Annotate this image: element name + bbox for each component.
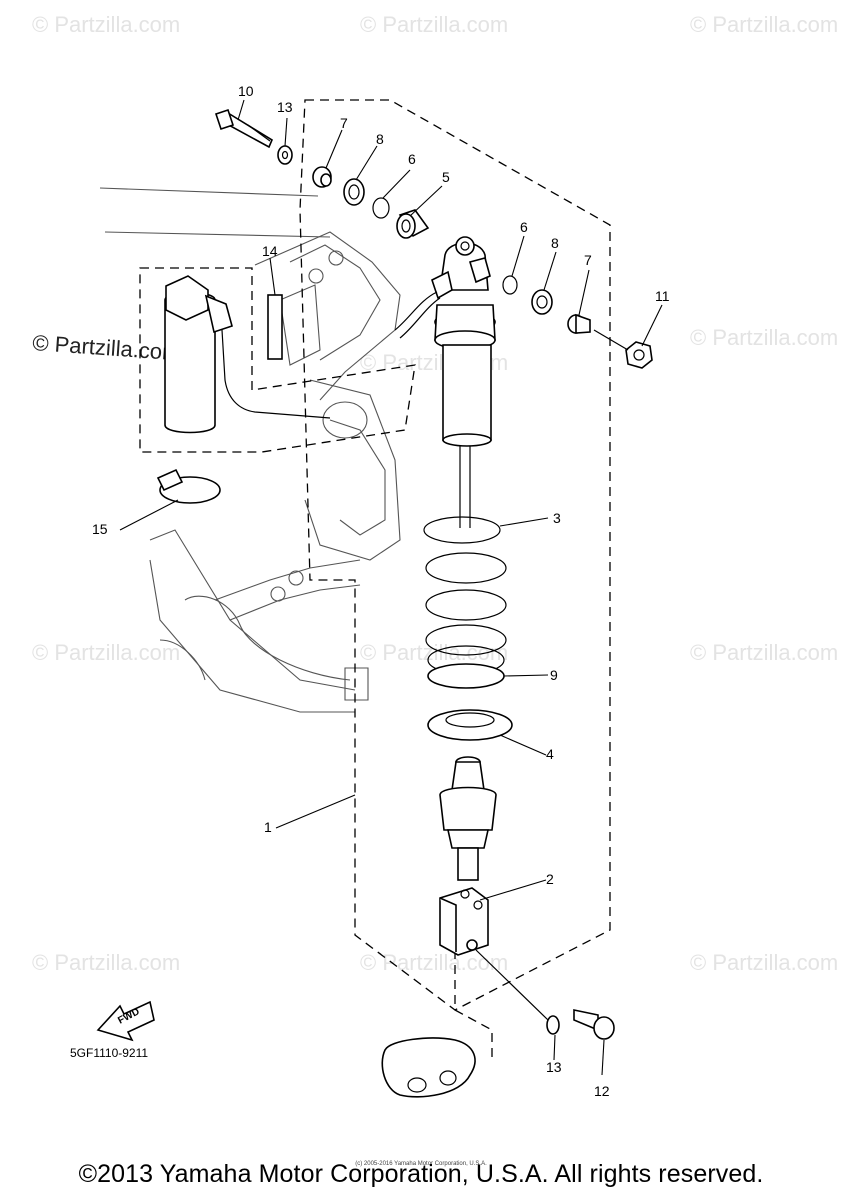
callout-1: 1 <box>264 819 272 835</box>
callout-12: 12 <box>594 1083 610 1099</box>
reservoir-tank <box>164 275 331 434</box>
callout-8: 8 <box>376 131 384 147</box>
circlip-6[interactable] <box>502 275 518 295</box>
callout-11: 11 <box>655 288 670 304</box>
watermark: © Partzilla.com <box>690 640 838 665</box>
callout-15: 15 <box>92 521 108 537</box>
frame-outline <box>99 187 401 713</box>
bolt-12[interactable] <box>573 1009 615 1040</box>
callout-5: 5 <box>442 169 450 185</box>
reservoir-boundary <box>139 267 416 453</box>
fwd-arrow-icon <box>96 1000 155 1042</box>
small-print: (c) 2005-2016 Yamaha Motor Corporation, … <box>355 1161 487 1167</box>
copyright-text: ©2013 Yamaha Motor Corporation, U.S.A. A… <box>78 1160 764 1188</box>
watermark: © Partzilla.com <box>32 640 180 665</box>
bracket-2[interactable] <box>439 887 489 956</box>
oil-seal-8[interactable] <box>343 178 365 206</box>
bearing-5[interactable] <box>396 209 430 239</box>
spring-guide-4[interactable] <box>427 709 513 741</box>
band-15[interactable] <box>156 468 221 504</box>
watermark-layer: © Partzilla.com © Partzilla.com © Partzi… <box>32 12 839 975</box>
oil-seal-8[interactable] <box>531 289 553 315</box>
nut-11[interactable] <box>625 341 653 369</box>
washer-13[interactable] <box>277 145 293 165</box>
link-boundary <box>454 950 493 1060</box>
callout-3: 3 <box>553 510 561 526</box>
ring-9[interactable] <box>427 663 505 689</box>
callout-4: 4 <box>546 746 554 762</box>
watermark: © Partzilla.com <box>360 950 508 975</box>
watermark: © Partzilla.com <box>690 12 838 37</box>
callout-9: 9 <box>550 667 558 683</box>
callout-7: 7 <box>584 252 592 268</box>
callout-6: 6 <box>520 219 528 235</box>
watermark: © Partzilla.com <box>690 950 838 975</box>
bolt-10[interactable] <box>214 108 274 149</box>
rear-shock-absorber-1[interactable] <box>394 236 496 528</box>
collar-7[interactable] <box>312 166 332 188</box>
relay-arm <box>381 1037 476 1098</box>
leader-lines <box>119 99 663 1076</box>
watermark: © Partzilla.com <box>32 12 180 37</box>
washer-13[interactable] <box>546 1015 560 1035</box>
watermark: © Partzilla.com <box>360 12 508 37</box>
callout-numbers: 10 13 7 8 6 5 6 8 7 11 14 15 3 9 4 1 2 1… <box>92 83 670 1099</box>
callout-13: 13 <box>546 1059 562 1075</box>
callout-8: 8 <box>551 235 559 251</box>
watermark: © Partzilla.com <box>32 950 180 975</box>
callout-7: 7 <box>340 115 348 131</box>
watermark-strong: © Partzilla.com <box>32 330 182 365</box>
callout-10: 10 <box>238 83 254 99</box>
callout-6: 6 <box>408 151 416 167</box>
spring-3[interactable] <box>423 516 507 675</box>
callout-2: 2 <box>546 871 554 887</box>
collar-7[interactable] <box>567 313 591 334</box>
label-14[interactable] <box>267 294 283 360</box>
callout-13: 13 <box>277 99 293 115</box>
circlip-6[interactable] <box>372 197 390 219</box>
watermark: © Partzilla.com <box>690 325 838 350</box>
callout-14: 14 <box>262 243 278 259</box>
bump-stopper <box>439 756 497 881</box>
assembly-boundary <box>299 99 611 1011</box>
diagram-code: 5GF1110-9211 <box>70 1046 148 1060</box>
